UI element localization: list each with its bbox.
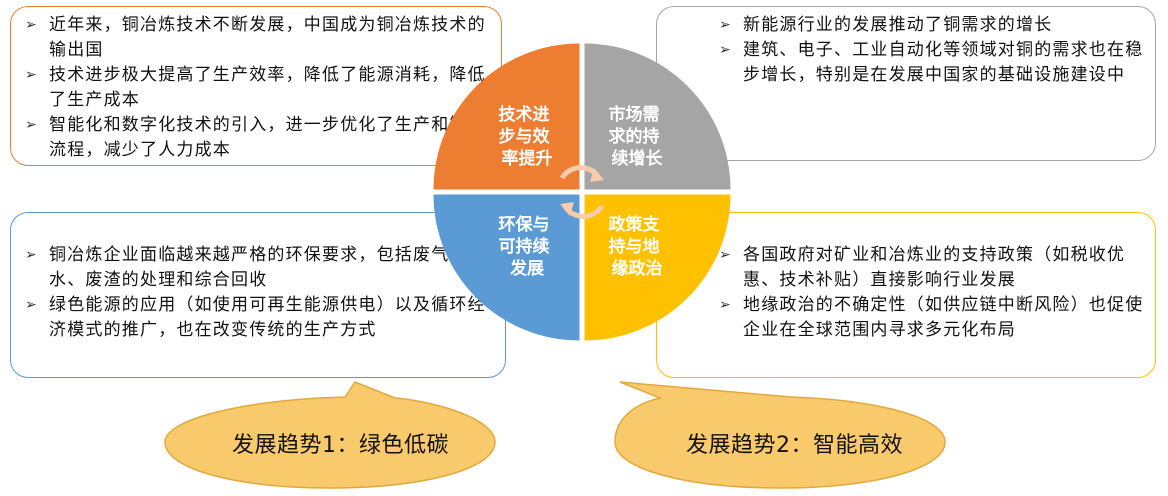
- quadrant-tl: [433, 43, 580, 190]
- bullet-arrow-icon: ➢: [719, 297, 732, 313]
- list-item-text: 技术进步极大提高了生产效率，降低了能源消耗，降低了生产成本: [49, 65, 486, 110]
- bullet-arrow-icon: ➢: [25, 297, 38, 313]
- trend-right-label: 发展趋势2：智能高效: [686, 433, 903, 458]
- bullet-arrow-icon: ➢: [25, 67, 38, 83]
- bullet-arrow-icon: ➢: [25, 17, 38, 33]
- quadrant-circle: 技术进 步与效 率提升 市场需 求的持 续增长 环保与 可持续 发展 政策支 持…: [433, 43, 731, 341]
- quadrant-br-label: 政策支 持与地 缘政治: [609, 214, 666, 279]
- quadrant-tl-label: 技术进 步与效 率提升: [499, 104, 556, 169]
- quadrant-tr: [584, 43, 731, 190]
- bullet-arrow-icon: ➢: [719, 17, 732, 33]
- bullet-arrow-icon: ➢: [719, 247, 732, 263]
- list-item: ➢ 建筑、电子、工业自动化等领域对铜的需求也在稳步增长，特别是在发展中国家的基础设…: [717, 38, 1145, 88]
- bullet-arrow-icon: ➢: [719, 42, 732, 58]
- box-tech-progress: ➢ 近年来，铜冶炼技术不断发展，中国成为铜冶炼技术的输出国 ➢ 技术进步极大提高了生…: [10, 6, 502, 166]
- list-item-text: 智能化和数字化技术的引入，进一步优化了生产和管理流程，减少了人力成本: [49, 115, 486, 160]
- list-item: ➢ 绿色能源的应用（如使用可再生能源供电）以及循环经济模式的推广，也在改变传统的生…: [23, 293, 493, 343]
- list-item: ➢ 智能化和数字化技术的引入，进一步优化了生产和管理流程，减少了人力成本: [23, 113, 489, 163]
- bullet-arrow-icon: ➢: [25, 247, 38, 263]
- trend-bubble-right: [614, 381, 946, 489]
- quadrant-tr-label: 市场需 求的持 续增长: [609, 104, 666, 169]
- box-market-demand: ➢ 新能源行业的发展推动了铜需求的增长 ➢ 建筑、电子、工业自动化等领域对铜的需求也…: [656, 6, 1156, 161]
- box-environment: ➢ 铜冶炼企业面临越来越严格的环保要求，包括废气、废水、废渣的处理和综合回收 ➢ 绿…: [10, 212, 506, 378]
- list-item: ➢ 地缘政治的不确定性（如供应链中断风险）也促使企业在全球范围内寻求多元化布局: [717, 293, 1145, 343]
- list-item: ➢ 近年来，铜冶炼技术不断发展，中国成为铜冶炼技术的输出国: [23, 13, 489, 63]
- box-policy: ➢ 各国政府对矿业和冶炼业的支持政策（如税收优惠、技术补贴）直接影响行业发展 ➢ 地…: [656, 212, 1156, 378]
- trend-left-label: 发展趋势1：绿色低碳: [232, 433, 449, 458]
- list-item-text: 各国政府对矿业和冶炼业的支持政策（如税收优惠、技术补贴）直接影响行业发展: [743, 245, 1126, 290]
- list-item: ➢ 技术进步极大提高了生产效率，降低了能源消耗，降低了生产成本: [23, 63, 489, 113]
- list-item-text: 地缘政治的不确定性（如供应链中断风险）也促使企业在全球范围内寻求多元化布局: [743, 295, 1144, 340]
- trend-bubble-left: [164, 381, 496, 489]
- bullet-arrow-icon: ➢: [25, 117, 38, 133]
- list-item-text: 新能源行业的发展推动了铜需求的增长: [743, 15, 1053, 35]
- list-item: ➢ 各国政府对矿业和冶炼业的支持政策（如税收优惠、技术补贴）直接影响行业发展: [717, 243, 1145, 293]
- quadrant-bl-label: 环保与 可持续 发展: [499, 214, 556, 279]
- cycle-arrows-icon: [559, 165, 605, 219]
- list-item-text: 铜冶炼企业面临越来越严格的环保要求，包括废气、废水、废渣的处理和综合回收: [49, 245, 486, 290]
- list-item: ➢ 新能源行业的发展推动了铜需求的增长: [717, 13, 1145, 38]
- list-item-text: 绿色能源的应用（如使用可再生能源供电）以及循环经济模式的推广，也在改变传统的生产…: [49, 295, 486, 340]
- list-item: ➢ 铜冶炼企业面临越来越严格的环保要求，包括废气、废水、废渣的处理和综合回收: [23, 243, 493, 293]
- list-item-text: 建筑、电子、工业自动化等领域对铜的需求也在稳步增长，特别是在发展中国家的基础设施…: [743, 40, 1144, 85]
- quadrant-bl: [433, 194, 580, 341]
- quadrant-br: [584, 194, 731, 341]
- list-item-text: 近年来，铜冶炼技术不断发展，中国成为铜冶炼技术的输出国: [49, 15, 486, 60]
